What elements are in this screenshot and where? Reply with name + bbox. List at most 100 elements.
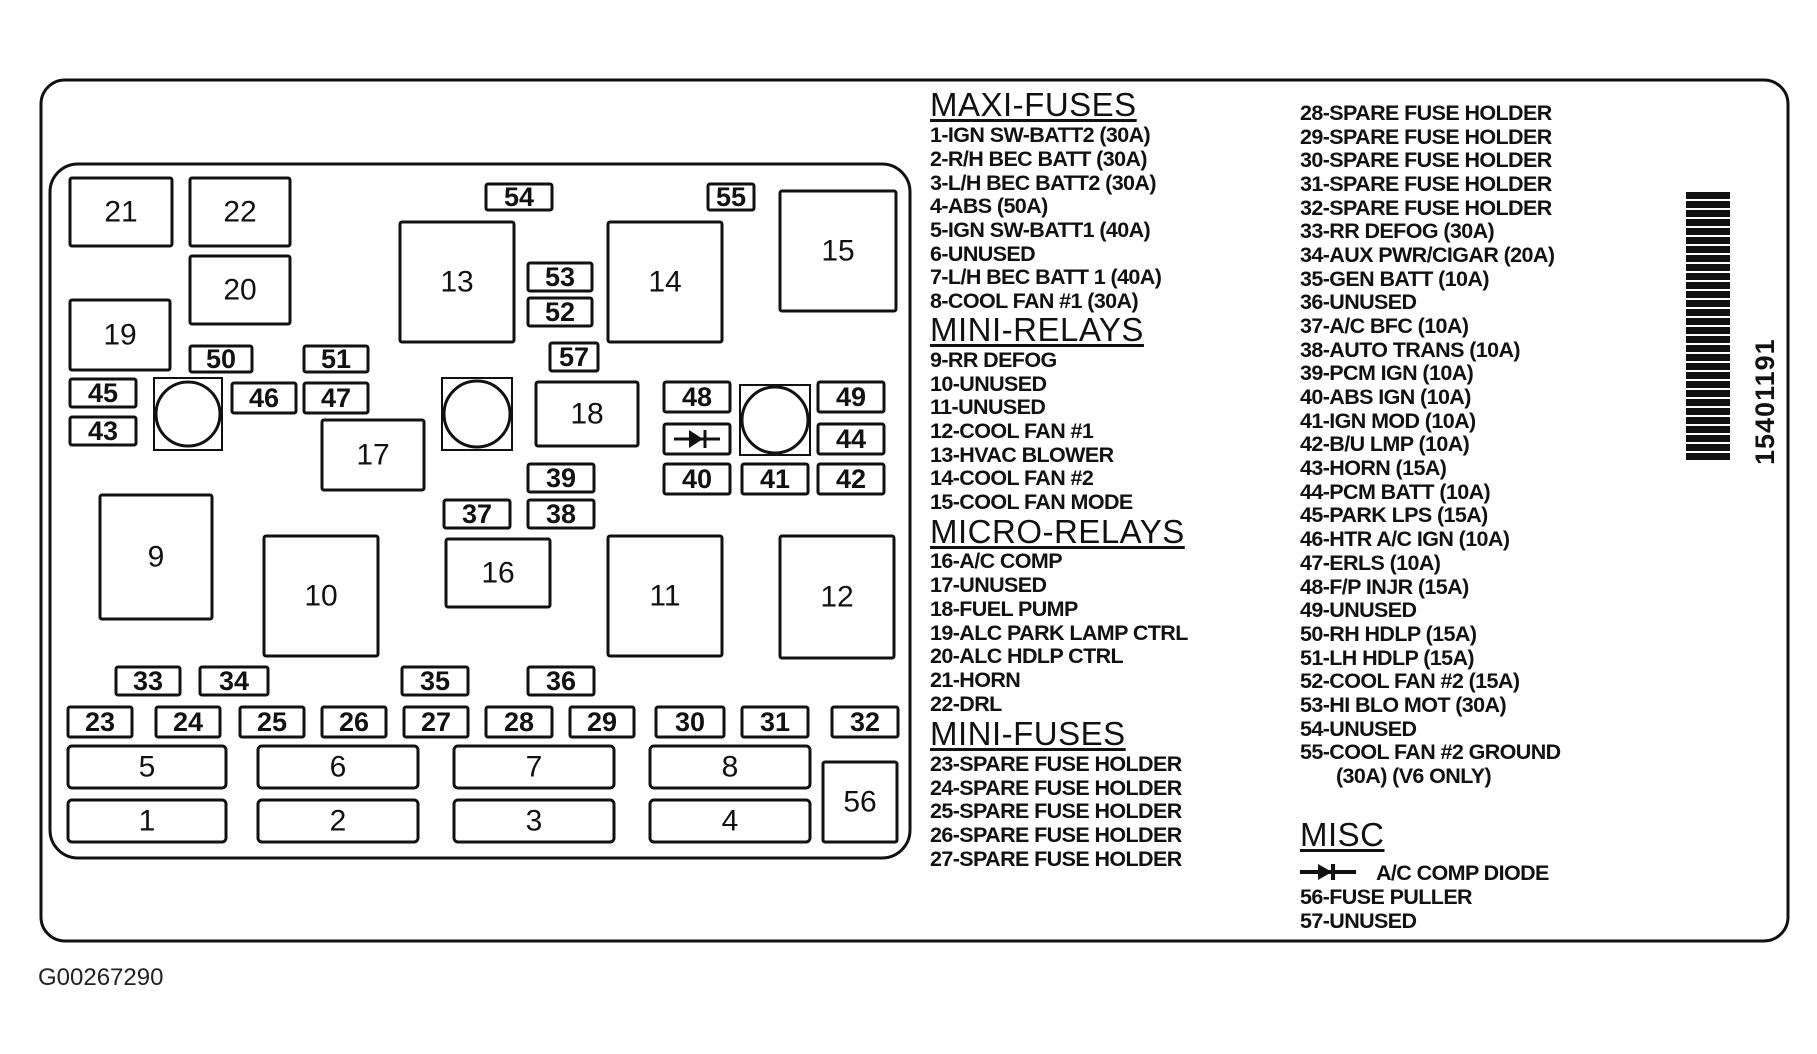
component-13: 13 bbox=[398, 220, 516, 344]
component-label: 46 bbox=[249, 383, 279, 413]
fuse-outline bbox=[816, 422, 886, 456]
legend-item: 36-UNUSED bbox=[1300, 290, 1417, 314]
legend-heading-mini-relays: MINI-RELAYS bbox=[930, 311, 1144, 348]
component-30: 30 bbox=[654, 705, 726, 739]
component-22: 22 bbox=[188, 176, 292, 248]
legend-item: A/C COMP DIODE bbox=[1376, 861, 1549, 885]
fuse-outline bbox=[526, 498, 596, 530]
component-56: 56 bbox=[821, 760, 899, 844]
component-24: 24 bbox=[154, 705, 222, 739]
component-37: 37 bbox=[442, 498, 512, 530]
component-label: 47 bbox=[321, 383, 351, 413]
legend-item: 14-COOL FAN #2 bbox=[930, 466, 1094, 490]
fuse-outline bbox=[302, 381, 370, 415]
component-label: 51 bbox=[321, 344, 351, 374]
component-19: 19 bbox=[68, 298, 172, 372]
legend-item: 37-A/C BFC (10A) bbox=[1300, 314, 1469, 338]
legend-item: 53-HI BLO MOT (30A) bbox=[1300, 693, 1507, 717]
relay-socket bbox=[442, 379, 512, 449]
legend-item: 49-UNUSED bbox=[1300, 598, 1417, 622]
component-label: 40 bbox=[682, 464, 712, 494]
fuse-outline bbox=[402, 705, 470, 739]
relay-socket-circle bbox=[153, 377, 223, 451]
component-14: 14 bbox=[606, 220, 724, 344]
component-29: 29 bbox=[568, 705, 636, 739]
fuse-outline bbox=[68, 415, 138, 447]
legend-item: 47-ERLS (10A) bbox=[1300, 551, 1441, 575]
legend-item: 31-SPARE FUSE HOLDER bbox=[1300, 172, 1552, 196]
component-17: 17 bbox=[320, 418, 426, 492]
legend-item: 52-COOL FAN #2 (15A) bbox=[1300, 669, 1520, 693]
component-label: 8 bbox=[722, 751, 739, 784]
legend-item: 45-PARK LPS (15A) bbox=[1300, 503, 1488, 527]
component-label: 36 bbox=[546, 666, 576, 696]
fuse-outline bbox=[484, 182, 554, 212]
fuse-outline bbox=[526, 462, 596, 494]
maxi-outline bbox=[66, 744, 228, 790]
component-1: 1 bbox=[66, 798, 228, 844]
legend-item: 21-HORN bbox=[930, 668, 1021, 692]
fuse-outline bbox=[400, 665, 470, 697]
rect-outline bbox=[778, 534, 896, 660]
maxi-outline bbox=[256, 798, 420, 844]
component-34: 34 bbox=[198, 665, 270, 697]
rect-outline bbox=[398, 220, 516, 344]
legend-item: 35-GEN BATT (10A) bbox=[1300, 267, 1490, 291]
component-label: 43 bbox=[88, 416, 118, 446]
legend-item: 29-SPARE FUSE HOLDER bbox=[1300, 125, 1552, 149]
component-label: 30 bbox=[675, 707, 705, 737]
legend-item: 39-PCM IGN (10A) bbox=[1300, 361, 1474, 385]
fuse-outline bbox=[238, 705, 306, 739]
maxi-outline bbox=[648, 798, 812, 844]
relay-socket-circle bbox=[739, 384, 811, 456]
rect-outline bbox=[778, 189, 898, 313]
component-38: 38 bbox=[526, 498, 596, 530]
component-9: 9 bbox=[98, 493, 214, 621]
diode-icon bbox=[1300, 864, 1356, 880]
component-label: 52 bbox=[545, 297, 575, 327]
legend-item: 28-SPARE FUSE HOLDER bbox=[1300, 101, 1552, 125]
component-label: 25 bbox=[257, 707, 287, 737]
fuse-outline bbox=[662, 462, 732, 496]
component-39: 39 bbox=[526, 462, 596, 494]
component-label: 11 bbox=[649, 580, 680, 613]
legend-item: (30A) (V6 ONLY) bbox=[1336, 764, 1492, 788]
component-40: 40 bbox=[662, 462, 732, 496]
legend-item: 4-ABS (50A) bbox=[930, 194, 1048, 218]
relay-socket-frame bbox=[153, 377, 223, 451]
legend-item: 10-UNUSED bbox=[930, 372, 1047, 396]
rect-outline bbox=[320, 418, 426, 492]
rect-outline bbox=[534, 380, 640, 448]
component-label: 7 bbox=[526, 751, 543, 784]
fuse-outline bbox=[526, 665, 596, 697]
component-label: 54 bbox=[504, 182, 534, 212]
component-label: 38 bbox=[546, 499, 576, 529]
component-label: 3 bbox=[526, 805, 543, 838]
fuse-outline bbox=[740, 462, 810, 496]
component-50: 50 bbox=[188, 344, 254, 374]
legend-item: 51-LH HDLP (15A) bbox=[1300, 646, 1475, 670]
legend-item: 6-UNUSED bbox=[930, 242, 1036, 266]
legend-item: 7-L/H BEC BATT 1 (40A) bbox=[930, 265, 1162, 289]
component-4: 4 bbox=[648, 798, 812, 844]
rect-outline bbox=[262, 534, 380, 658]
fuse-outline bbox=[442, 498, 512, 530]
barcode bbox=[1686, 192, 1730, 462]
legend-item: 38-AUTO TRANS (10A) bbox=[1300, 338, 1521, 362]
legend-item: 13-HVAC BLOWER bbox=[930, 443, 1114, 467]
legend-item: 50-RH HDLP (15A) bbox=[1300, 622, 1477, 646]
relay-socket-frame bbox=[441, 377, 513, 451]
legend-item: 8-COOL FAN #1 (30A) bbox=[930, 289, 1139, 313]
fuse-outline bbox=[66, 705, 134, 739]
fuse-outline bbox=[198, 665, 270, 697]
legend-item: 12-COOL FAN #1 bbox=[930, 419, 1094, 443]
legend-heading-micro-relays: MICRO-RELAYS bbox=[930, 513, 1185, 550]
component-label: 23 bbox=[85, 707, 115, 737]
component-label: 45 bbox=[88, 378, 118, 408]
component-18: 18 bbox=[534, 380, 640, 448]
component-32: 32 bbox=[830, 705, 900, 739]
component-28: 28 bbox=[484, 705, 554, 739]
rect-outline bbox=[606, 534, 724, 658]
